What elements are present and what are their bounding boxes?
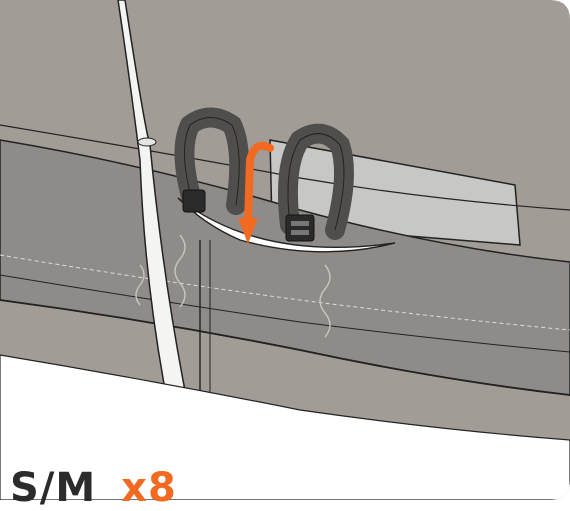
buckle-right: [286, 215, 314, 241]
size-quantity-caption: S/M x8: [10, 466, 177, 510]
assembly-illustration: [0, 0, 570, 500]
pole-joint: [138, 138, 156, 146]
buckle-left: [183, 190, 205, 212]
quantity-label: x8: [121, 465, 177, 511]
size-label: S/M: [10, 465, 96, 511]
